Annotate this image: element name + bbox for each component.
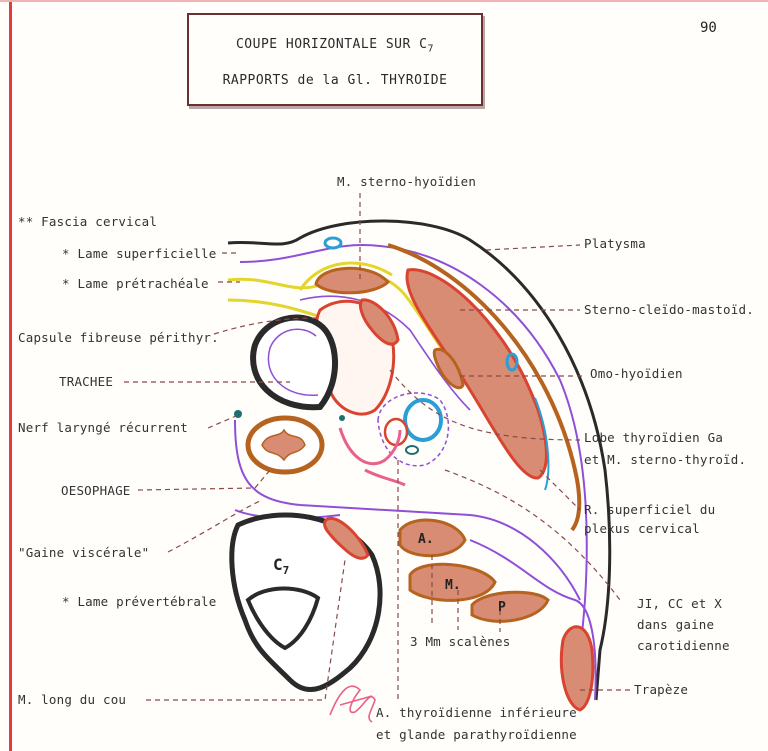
label-vertebra: C7	[273, 555, 289, 577]
label-rsup-2: plexus cervical	[584, 521, 700, 536]
label-a-thyr-1: A. thyroïdienne inférieure	[376, 705, 577, 720]
label-sterno-cleido: Sterno-cleïdo-mastoïd.	[584, 302, 754, 317]
label-muscle-m: M.	[445, 578, 461, 593]
leader-oesophage	[138, 470, 270, 490]
label-fascia-cervical: ** Fascia cervical	[18, 214, 157, 229]
label-trapeze: Trapèze	[634, 682, 688, 697]
jugular-vein	[405, 400, 441, 440]
label-trachee: TRACHEE	[59, 374, 113, 389]
label-muscle-a: A.	[418, 532, 434, 547]
label-scalenes: 3 Mm scalènes	[410, 634, 510, 649]
label-lobe-1: Lobe thyroïdien Ga	[584, 430, 723, 445]
label-lobe-2: et M. sterno-thyroïd.	[584, 452, 746, 467]
vertebra-number: 7	[283, 564, 290, 577]
label-muscle-p: P	[498, 600, 506, 615]
label-sterno-hyoidien: M. sterno-hyoïdien	[337, 174, 476, 189]
label-capsule: Capsule fibreuse périthyr.	[18, 330, 219, 345]
label-a-thyr-2: et glande parathyroïdienne	[376, 727, 577, 742]
label-jicc-2: dans gaine	[637, 617, 714, 632]
sterno-hyoid-muscle	[316, 268, 388, 292]
label-platysma: Platysma	[584, 236, 646, 251]
label-nerf: Nerf laryngé récurrent	[18, 420, 188, 435]
artery-descending	[365, 470, 405, 485]
label-lame-superficielle: * Lame superficielle	[62, 246, 217, 261]
carotid-artery	[385, 419, 407, 445]
label-jicc-1: JI, CC et X	[637, 596, 722, 611]
leader-nerf	[208, 416, 236, 428]
vagus-nerve	[406, 446, 418, 454]
scalene-posterior	[472, 592, 548, 621]
vertebra-letter: C	[273, 555, 283, 574]
author-signature	[330, 686, 375, 722]
label-rsup-1: R. superficiel du	[584, 502, 715, 517]
label-omo-hyoidien: Omo-hyoïdien	[590, 366, 683, 381]
label-lame-prevertebrale: * Lame prévertébrale	[62, 594, 217, 609]
label-jicc-3: carotidienne	[637, 638, 730, 653]
label-long-du-cou: M. long du cou	[18, 692, 126, 707]
trapezius-muscle	[561, 627, 592, 710]
trachea-ring	[253, 318, 335, 408]
leader-platysma	[486, 245, 580, 250]
label-gaine-viscerale: "Gaine viscérale"	[18, 545, 149, 560]
label-lame-pretracheale: * Lame prétrachéale	[62, 276, 209, 291]
label-oesophage: OESOPHAGE	[61, 483, 131, 498]
jugular-anterior-vessel	[325, 238, 341, 248]
nerve-dot-2	[339, 415, 345, 421]
